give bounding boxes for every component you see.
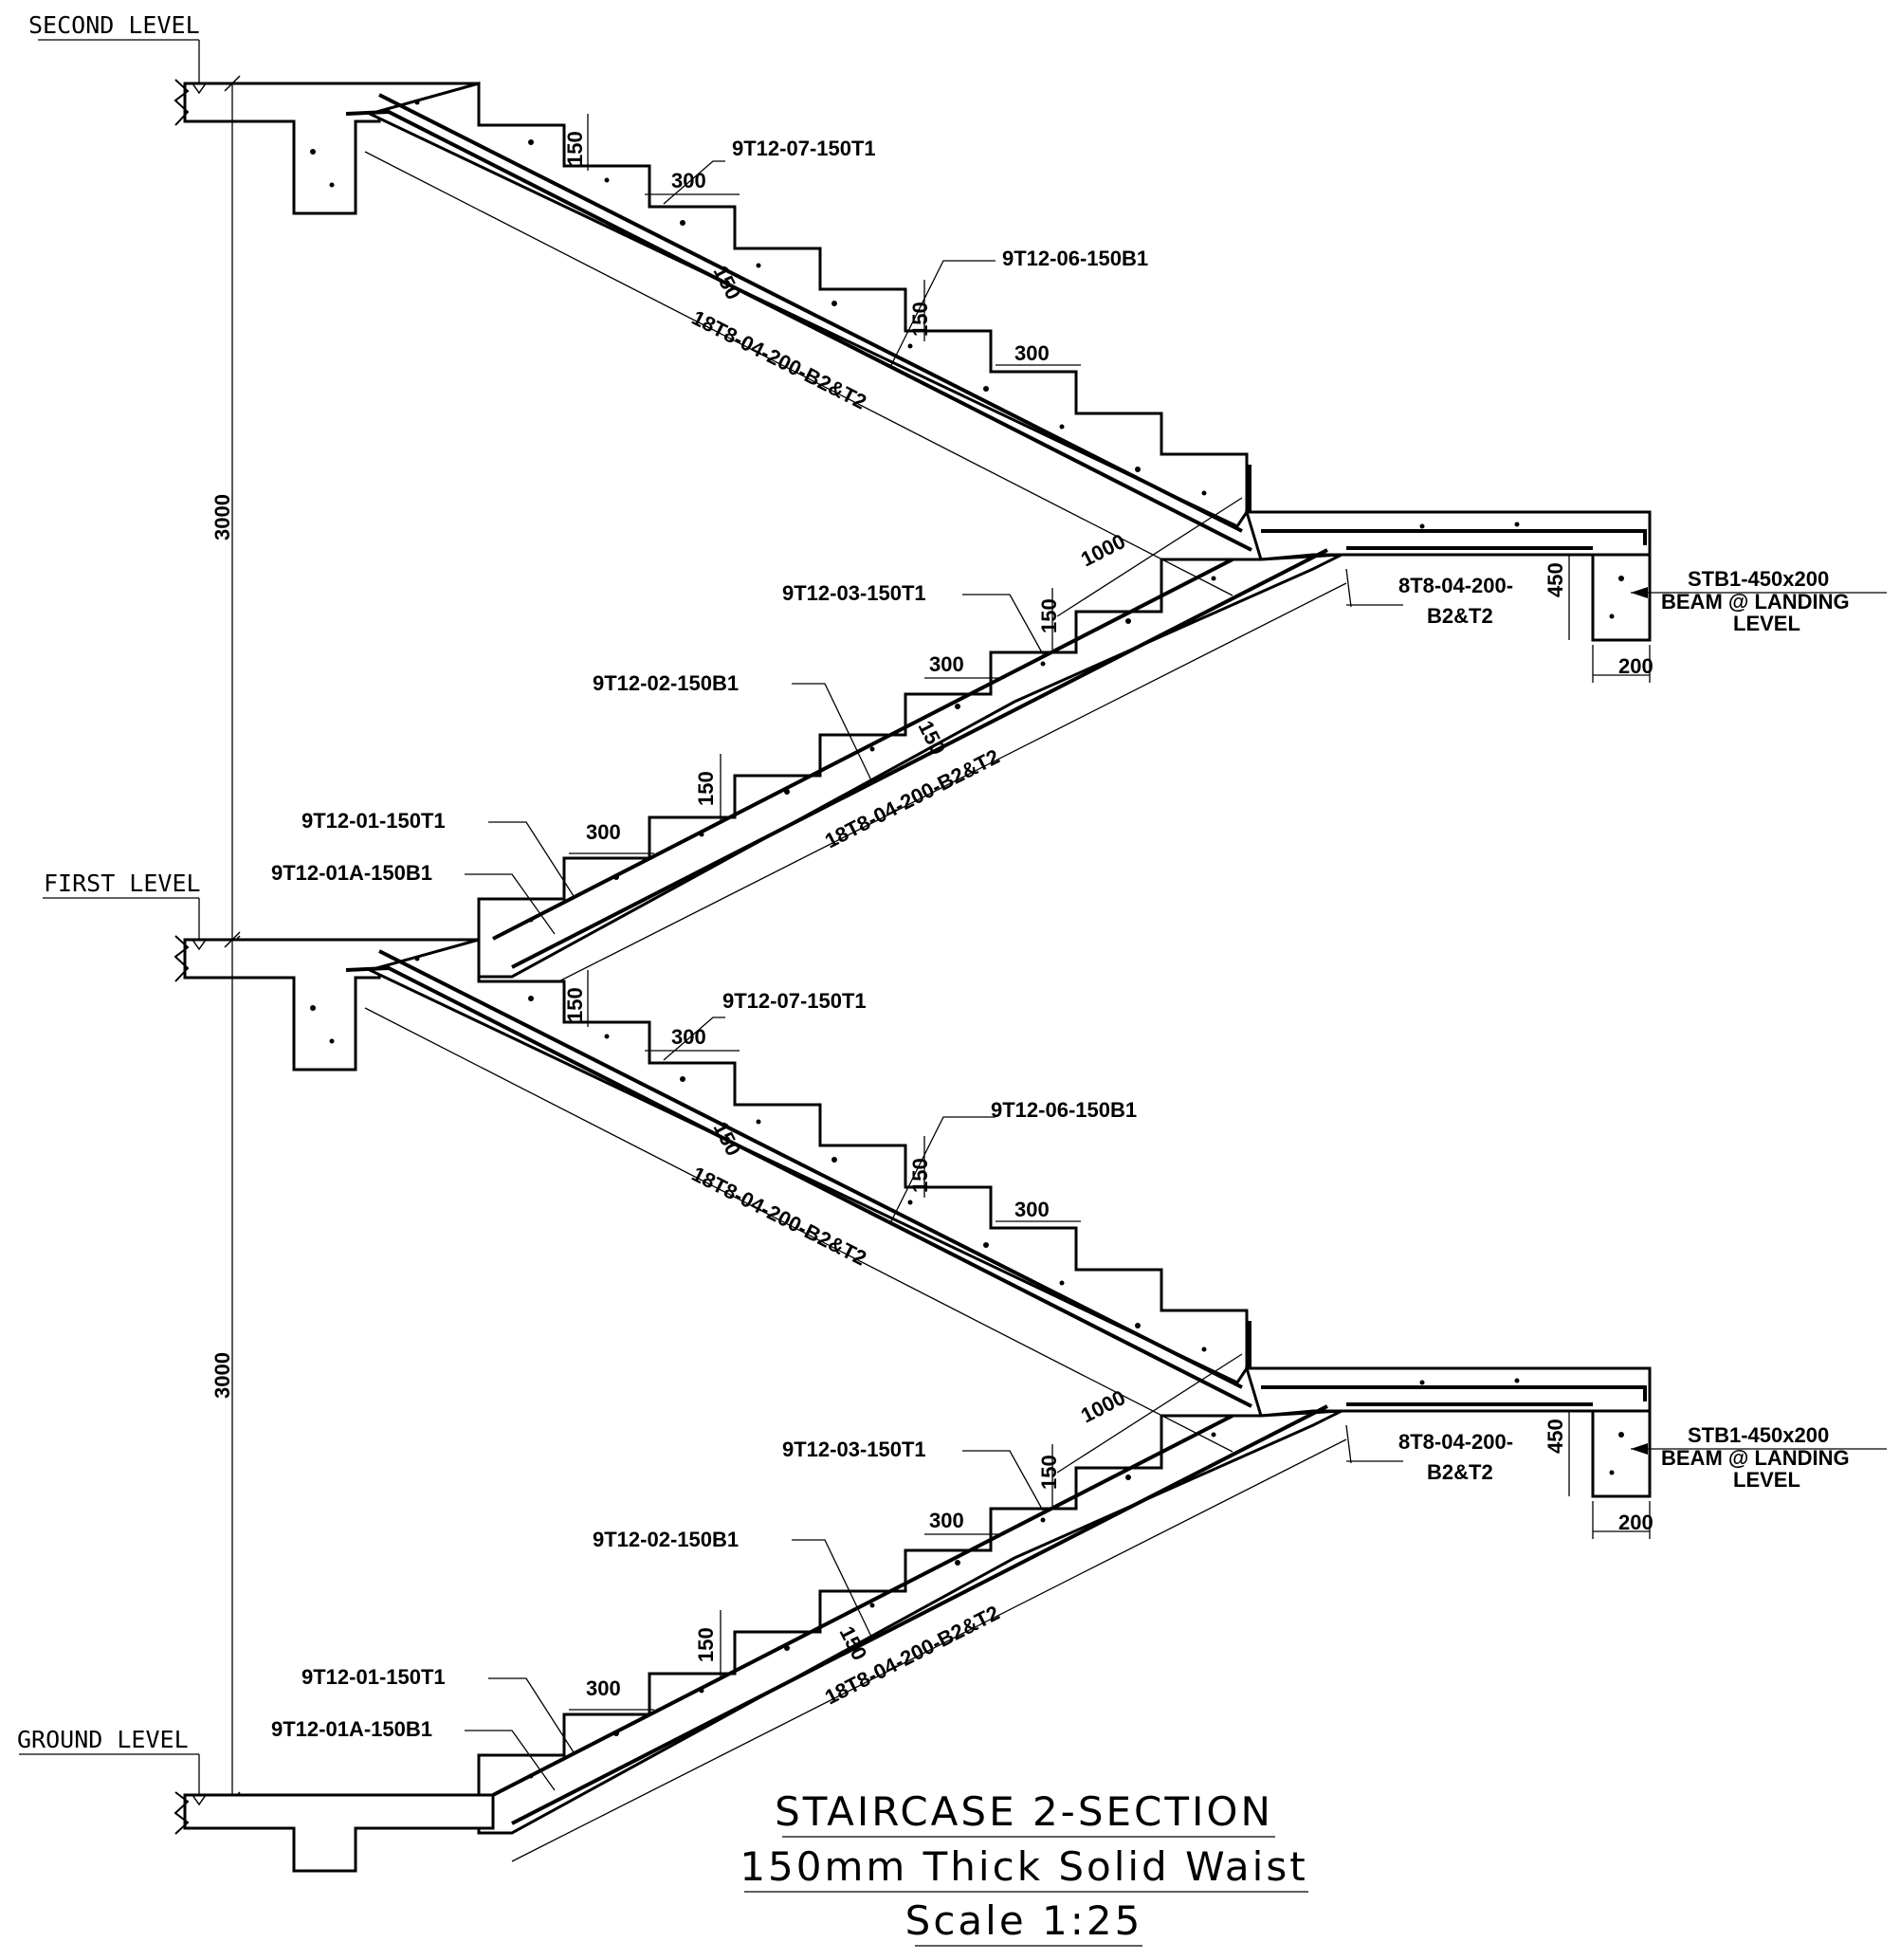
landing-beam [1591, 553, 1652, 642]
dim-beam-depth-upper: 450 [1544, 562, 1567, 597]
label-landing-bar-upper-2: B2&T2 [1427, 604, 1493, 628]
dim-tread-lower-4: 300 [586, 1676, 621, 1700]
title-block: STAIRCASE 2-SECTION 150mm Thick Solid Wa… [740, 1788, 1308, 1947]
label-landing-bar-upper-1: 8T8-04-200- [1398, 574, 1513, 597]
label-beam-upper-3: LEVEL [1733, 612, 1800, 635]
storey-first-to-second [174, 75, 1887, 1006]
rebar-landing [1261, 529, 1647, 545]
break-mark [174, 79, 190, 126]
lower-flight-slope-dim [511, 582, 1347, 1006]
label-9t12-07-upper: 9T12-07-150T1 [732, 137, 876, 160]
label-landing-bar-lower-2: B2&T2 [1427, 1460, 1493, 1484]
title-line-3: Scale 1:25 [905, 1897, 1143, 1944]
label-9t12-02-upper: 9T12-02-150B1 [593, 671, 739, 695]
lower-flight [477, 553, 1343, 979]
dim-tread-lower-1: 300 [671, 1025, 706, 1049]
ground-level-label: GROUND LEVEL [17, 1726, 189, 1753]
dim-landing-upper: 1000 [1077, 529, 1129, 571]
title-line-2: 150mm Thick Solid Waist [740, 1843, 1307, 1890]
dim-tread-lower-3: 300 [929, 1509, 964, 1532]
label-9t12-01a-upper: 9T12-01A-150B1 [271, 861, 432, 885]
title-line-1: STAIRCASE 2-SECTION [775, 1788, 1273, 1835]
label-landing-bar-lower-1: 8T8-04-200- [1398, 1430, 1513, 1454]
label-9t12-06-lower: 9T12-06-150B1 [991, 1098, 1137, 1122]
label-9t12-01a-lower: 9T12-01A-150B1 [271, 1717, 432, 1741]
dim-riser-upper-4: 150 [694, 771, 718, 806]
label-9t12-07-lower: 9T12-07-150T1 [722, 989, 867, 1013]
storey-height-lower: 3000 [210, 1352, 234, 1399]
dim-riser-upper-2: 150 [908, 302, 932, 337]
concrete-hatch [310, 100, 1624, 923]
label-9t12-06-upper: 9T12-06-150B1 [1002, 247, 1148, 270]
label-9t12-03-upper: 9T12-03-150T1 [782, 581, 926, 605]
dim-tread-upper-1: 300 [671, 169, 706, 192]
label-beam-lower-2: BEAM @ LANDING [1661, 1446, 1850, 1470]
dim-beam-width-upper: 200 [1618, 654, 1653, 678]
dim-riser-lower-2: 150 [908, 1158, 932, 1193]
rebar-upper-flight-top [378, 93, 1243, 533]
dim-riser-upper-1: 150 [563, 131, 587, 166]
storey-height-upper: 3000 [210, 494, 234, 540]
label-9t12-03-lower: 9T12-03-150T1 [782, 1438, 926, 1461]
dim-riser-lower-4: 150 [694, 1627, 718, 1662]
label-9t12-01-lower: 9T12-01-150T1 [301, 1665, 446, 1689]
first-level-label: FIRST LEVEL [44, 870, 201, 897]
dim-beam-depth-lower: 450 [1544, 1419, 1567, 1454]
rebar-upper-flight-bottom [345, 109, 1252, 552]
dim-tread-upper-3: 300 [929, 652, 964, 676]
label-9t12-01-upper: 9T12-01-150T1 [301, 809, 446, 833]
rebar-lower-flight [511, 548, 1328, 969]
label-beam-lower-3: LEVEL [1733, 1468, 1800, 1492]
upper-flight [365, 82, 1249, 528]
second-level-label: SECOND LEVEL [28, 11, 200, 39]
landing-length-dim [1056, 497, 1243, 617]
label-9t12-02-lower: 9T12-02-150B1 [593, 1528, 739, 1551]
dim-tread-upper-4: 300 [586, 820, 621, 844]
dim-landing-lower: 1000 [1077, 1385, 1129, 1427]
dim-riser-lower-1: 150 [563, 987, 587, 1022]
ground-slab [183, 1793, 495, 1873]
dim-tread-upper-2: 300 [1014, 341, 1050, 365]
dim-tread-lower-2: 300 [1014, 1198, 1050, 1221]
label-beam-upper-1: STB1-450x200 [1688, 567, 1829, 591]
label-beam-lower-1: STB1-450x200 [1688, 1423, 1829, 1447]
level-markers: SECOND LEVEL FIRST LEVEL GROUND LEVEL [17, 11, 208, 1806]
rebar-lower-flight-top [492, 558, 1233, 941]
dim-beam-width-lower: 200 [1618, 1511, 1653, 1534]
upper-flight-slope-dim [364, 151, 1233, 596]
dim-riser-upper-3: 150 [1037, 598, 1061, 633]
dim-riser-lower-3: 150 [1037, 1455, 1061, 1490]
label-beam-upper-2: BEAM @ LANDING [1661, 590, 1850, 614]
